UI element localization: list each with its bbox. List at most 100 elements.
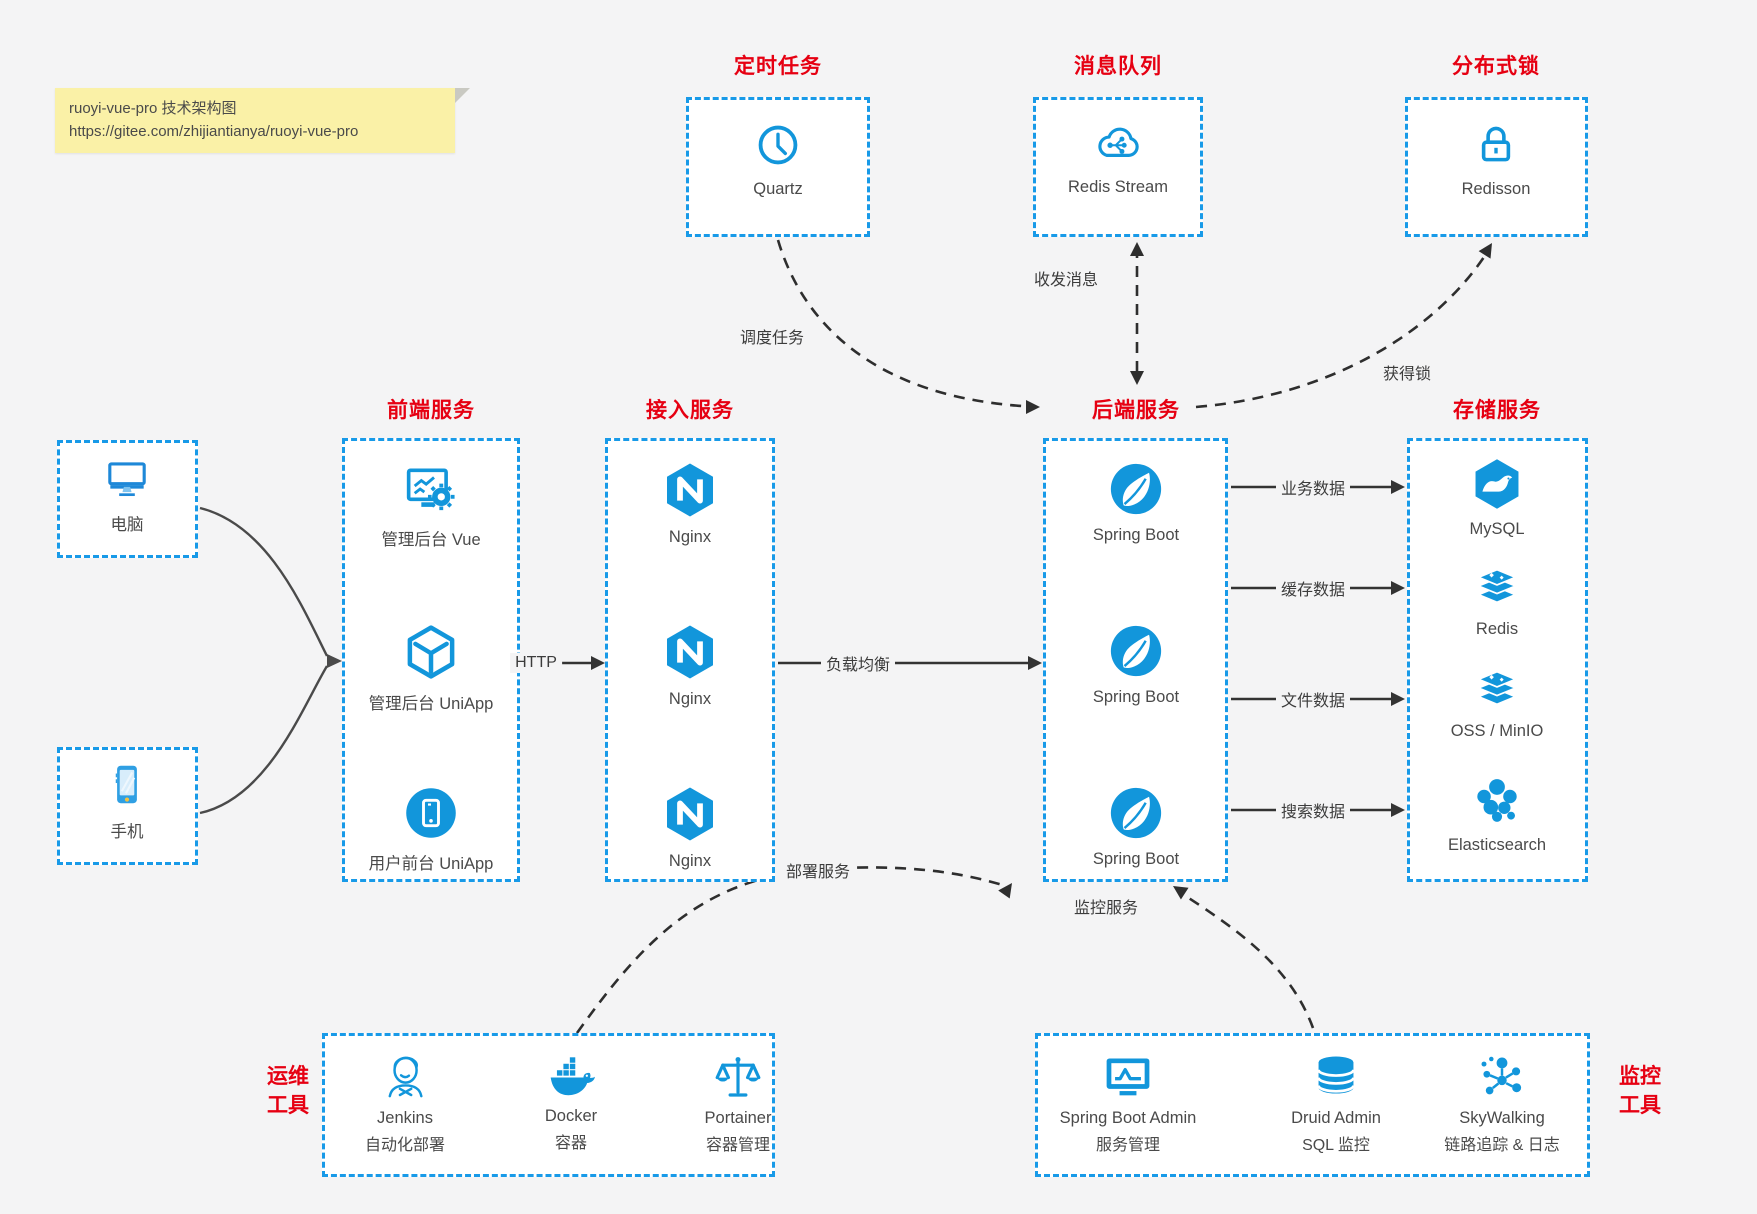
spring-icon [1110, 463, 1162, 515]
node-admin-uniapp: 管理后台 UniApp [341, 622, 521, 714]
edge-phone-to-frontend [199, 665, 329, 815]
node-label: 管理后台 Vue [381, 531, 481, 549]
node-label: Redis [1475, 620, 1519, 638]
tool-sub: 容器管理 [705, 1137, 770, 1154]
node-label: Spring Boot [1092, 526, 1180, 544]
node-label: 管理后台 UniApp [368, 695, 494, 713]
node-oss-minio: OSS / MinIO [1407, 662, 1587, 741]
section-title-storage: 存储服务 [1453, 399, 1541, 422]
node-spring-boot-3: Spring Boot [1046, 784, 1226, 869]
edge-label-file-data: 文件数据 [1275, 686, 1351, 712]
node-skywalking: SkyWalking 链路追踪 & 日志 [1402, 1050, 1602, 1155]
node-label: Nginx [668, 528, 712, 546]
edge-label-http: HTTP [510, 653, 562, 673]
arrowhead-frontend [327, 654, 342, 668]
node-label: Nginx [668, 852, 712, 870]
redis-stack-icon [1477, 568, 1517, 604]
box-scheduler [686, 97, 870, 237]
elasticsearch-icon [1477, 779, 1517, 822]
node-phone: 手机 [37, 760, 217, 842]
edge-monitor [1177, 889, 1315, 1029]
node-druid-admin: Druid Admin SQL 监控 [1236, 1050, 1436, 1155]
node-docker: Docker 容器 [471, 1052, 671, 1153]
node-jenkins: Jenkins 自动化部署 [305, 1050, 505, 1155]
edge-schedule [776, 239, 1023, 408]
sticky-note: ruoyi-vue-pro 技术架构图 https://gitee.com/zh… [55, 88, 470, 153]
tool-sub: 链路追踪 & 日志 [1444, 1137, 1560, 1154]
node-spring-boot-1: Spring Boot [1046, 460, 1226, 545]
node-spring-boot-2: Spring Boot [1046, 622, 1226, 707]
box-monitor-tools [1035, 1033, 1590, 1177]
box-queue [1033, 97, 1203, 237]
user-app-icon [406, 788, 456, 838]
node-redis-stream: Redis Stream [1028, 116, 1208, 197]
nginx-icon [667, 625, 713, 679]
node-pc: 电脑 [37, 453, 217, 535]
edge-label-deploy: 部署服务 [780, 857, 856, 883]
tool-sub: 服务管理 [1095, 1137, 1160, 1154]
box-lock [1405, 97, 1588, 237]
edge-label-search-data: 搜索数据 [1275, 797, 1351, 823]
edge-label-cache-data: 缓存数据 [1275, 575, 1351, 601]
ops-tools-label: 运维 工具 [267, 1065, 309, 1117]
portainer-icon [715, 1057, 761, 1097]
spring-icon [1110, 625, 1162, 677]
node-elasticsearch: Elasticsearch [1407, 774, 1587, 855]
edge-lock [1195, 250, 1490, 409]
node-label: Quartz [753, 180, 803, 198]
tool-sub: 自动化部署 [364, 1137, 445, 1154]
node-nginx-2: Nginx [600, 622, 780, 709]
druid-icon [1317, 1056, 1355, 1094]
section-title-scheduler: 定时任务 [734, 55, 822, 78]
edge-label-load-balance: 负载均衡 [820, 650, 896, 676]
lock-icon [1481, 126, 1511, 162]
tool-sub: SQL 监控 [1302, 1137, 1370, 1154]
section-title-backend: 后端服务 [1092, 399, 1180, 422]
node-label: Spring Boot [1092, 688, 1180, 706]
jenkins-icon [388, 1056, 423, 1098]
node-label: 手机 [110, 823, 144, 841]
skywalking-icon [1481, 1056, 1522, 1095]
nginx-icon [667, 787, 713, 841]
node-nginx-3: Nginx [600, 784, 780, 871]
tool-name: Jenkins [377, 1109, 433, 1127]
tool-name: Portainer [704, 1109, 772, 1127]
node-user-uniapp: 用户前台 UniApp [341, 784, 521, 874]
tool-name: Docker [544, 1107, 598, 1125]
edge-label-schedule: 调度任务 [734, 323, 810, 349]
section-title-gateway: 接入服务 [646, 399, 734, 422]
tool-name: Spring Boot Admin [1059, 1109, 1197, 1127]
tool-name: Druid Admin [1291, 1109, 1381, 1127]
nginx-icon [667, 463, 713, 517]
node-label: 电脑 [110, 516, 144, 534]
section-title-queue: 消息队列 [1074, 55, 1162, 78]
note-link: https://gitee.com/zhijiantianya/ruoyi-vu… [69, 123, 359, 140]
edge-label-lock: 获得锁 [1377, 359, 1437, 385]
node-portainer: Portainer 容器管理 [638, 1050, 838, 1155]
box-pc [57, 440, 198, 558]
box-ops-tools [322, 1033, 775, 1177]
desktop-icon [108, 462, 146, 497]
clock-icon [758, 125, 798, 165]
edge-pc-to-frontend [199, 506, 329, 657]
node-redisson: Redisson [1406, 118, 1586, 199]
tool-name: SkyWalking [1459, 1109, 1545, 1127]
node-label: MySQL [1469, 520, 1525, 538]
edge-label-monitor: 监控服务 [1068, 893, 1144, 919]
oss-stack-icon [1477, 670, 1517, 706]
node-spring-boot-admin: Spring Boot Admin 服务管理 [1028, 1050, 1228, 1155]
monitor-tools-label: 监控 工具 [1619, 1065, 1661, 1117]
admin-vue-icon [406, 468, 455, 511]
node-quartz: Quartz [688, 118, 868, 199]
spring-boot-admin-icon [1106, 1058, 1150, 1096]
node-nginx-1: Nginx [600, 460, 780, 547]
node-label: Nginx [668, 690, 712, 708]
node-label: Spring Boot [1092, 850, 1180, 868]
edge-deploy [575, 866, 1007, 1034]
section-title-lock: 分布式锁 [1452, 55, 1540, 78]
docker-icon [550, 1057, 595, 1096]
node-label: OSS / MinIO [1450, 722, 1544, 740]
spring-icon [1110, 787, 1162, 839]
tool-sub: 容器 [554, 1135, 587, 1152]
